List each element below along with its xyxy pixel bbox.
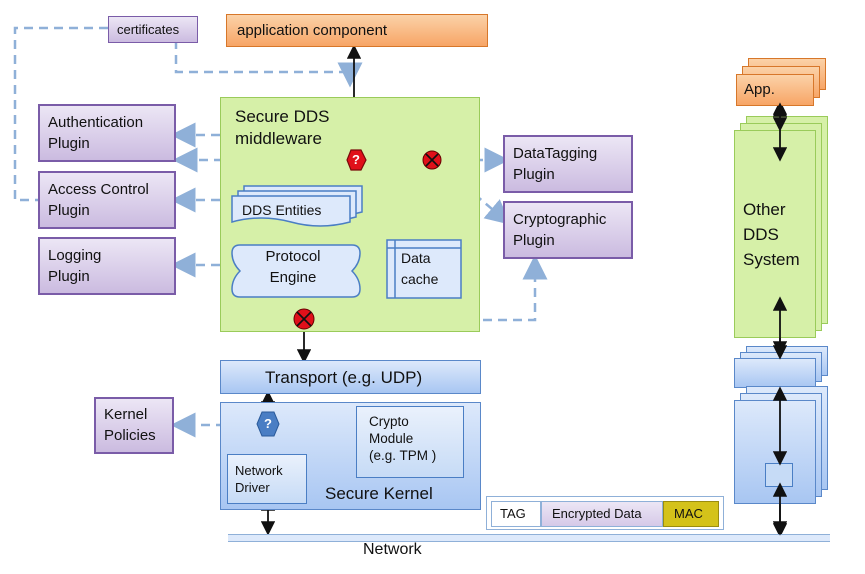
packet-mac-label: MAC [674, 506, 703, 521]
network-bus [228, 534, 830, 542]
application-component-label: application component [237, 22, 388, 39]
secure-kernel-label: Secure Kernel [325, 484, 433, 503]
packet-encrypted-label: Encrypted Data [552, 506, 642, 521]
kernel-policies-line1: Kernel [104, 406, 148, 423]
other-dds-line1: Other [743, 200, 786, 219]
crypto-module-box: Crypto Module (e.g. TPM ) [356, 406, 464, 478]
red-x-node-bottom [293, 308, 315, 330]
network-driver-line1: Network [235, 463, 283, 478]
kernel-policies-box: Kernel Policies [94, 397, 174, 454]
transport-label: Transport (e.g. UDP) [265, 368, 423, 387]
authentication-plugin: Authentication Plugin [38, 104, 176, 162]
question-mark-kernel: ? [264, 416, 272, 431]
middleware-line2: middleware [235, 129, 322, 148]
data-cache-shape [386, 239, 462, 299]
network-driver-line2: Driver [235, 480, 270, 495]
cryptographic-plugin: Cryptographic Plugin [503, 201, 633, 259]
datatagging-plugin-line1: DataTagging [513, 145, 598, 162]
cryptographic-plugin-line1: Cryptographic [513, 211, 607, 228]
network-driver-box: Network Driver [227, 454, 307, 504]
certificates-label: certificates [117, 22, 180, 37]
other-dds-line2: DDS [743, 225, 779, 244]
access-control-plugin-line1: Access Control [48, 181, 149, 198]
authentication-plugin-line2: Plugin [48, 135, 90, 152]
datatagging-plugin: DataTagging Plugin [503, 135, 633, 193]
other-app-label: App. [744, 81, 775, 98]
question-mark-top: ? [352, 152, 360, 167]
cryptographic-plugin-line2: Plugin [513, 232, 555, 249]
crypto-module-line3: (e.g. TPM ) [369, 448, 437, 463]
packet-tag-label: TAG [500, 506, 526, 521]
logging-plugin: Logging Plugin [38, 237, 176, 295]
protocol-engine-line2: Engine [269, 269, 317, 286]
packet-mac: MAC [663, 501, 719, 527]
authentication-plugin-line1: Authentication [48, 114, 144, 131]
dds-entities-stack [231, 185, 363, 227]
kernel-policies-line2: Policies [104, 427, 156, 444]
certificates-box: certificates [108, 16, 198, 43]
packet-encrypted-data: Encrypted Data [541, 501, 663, 527]
red-x-node-top [422, 150, 442, 170]
dds-entities-label: DDS Entities [242, 202, 322, 218]
data-cache-line1: Data [401, 250, 431, 266]
packet-frame: TAG Encrypted Data MAC [486, 496, 724, 530]
access-control-plugin: Access Control Plugin [38, 171, 176, 229]
datatagging-plugin-line2: Plugin [513, 166, 555, 183]
crypto-module-line1: Crypto [369, 414, 409, 429]
middleware-line1: Secure DDS [235, 107, 330, 126]
other-dds-line3: System [743, 250, 800, 269]
access-control-plugin-line2: Plugin [48, 202, 90, 219]
logging-plugin-line1: Logging [48, 247, 102, 264]
question-hexagon-top [346, 149, 367, 171]
transport-box: Transport (e.g. UDP) [220, 360, 481, 394]
data-cache-line2: cache [401, 271, 439, 287]
crypto-module-line2: Module [369, 431, 414, 446]
application-component-box: application component [226, 14, 488, 47]
other-app-box: App. [736, 74, 814, 106]
question-hexagon-kernel [256, 411, 280, 437]
packet-tag: TAG [491, 501, 541, 527]
protocol-engine-line1: Protocol [265, 248, 321, 265]
network-label: Network [363, 541, 422, 558]
logging-plugin-line2: Plugin [48, 268, 90, 285]
protocol-engine-shape [231, 244, 361, 298]
